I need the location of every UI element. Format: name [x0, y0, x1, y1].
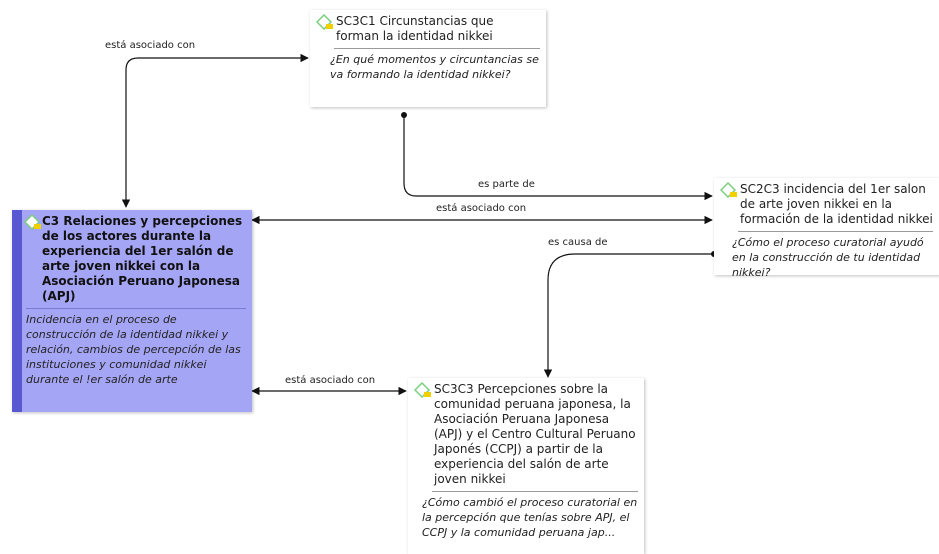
- node-sc2c3[interactable]: SC2C3 incidencia del 1er salon de arte j…: [714, 178, 939, 279]
- link-label-c3-sc3c1: está asociado con: [105, 40, 196, 51]
- node-comment: ¿Cómo el proceso curatorial ayudó en la …: [732, 236, 924, 279]
- link-sc3c1-sc2c3: [403, 115, 713, 201]
- node-sc3c3[interactable]: SC3C3 Percepciones sobre la comunidad pe…: [408, 378, 644, 554]
- node-comment: Incidencia en el proceso de construcción…: [26, 313, 241, 386]
- code-diamond-icon: [414, 382, 431, 398]
- node-comment: ¿En qué momentos y circuntancias se va f…: [330, 53, 539, 81]
- node-sc3c1[interactable]: SC3C1 Circunstancias que forman la ident…: [310, 10, 546, 107]
- link-label-c3-sc3c3: está asociado con: [285, 375, 376, 386]
- node-comment: ¿Cómo cambió el proceso curatorial en la…: [422, 496, 638, 539]
- divider: [334, 48, 540, 49]
- link-sc2c3-sc3c3: [543, 253, 714, 378]
- divider: [26, 308, 246, 309]
- divider: [738, 231, 933, 232]
- link-label-c3-sc2c3: está asociado con: [436, 203, 527, 214]
- node-title: C3 Relaciones y percepciones de los acto…: [42, 214, 243, 303]
- link-label-sc3c1-sc2c3: es parte de: [478, 179, 535, 190]
- node-c3[interactable]: C3 Relaciones y percepciones de los acto…: [12, 210, 252, 412]
- code-diamond-icon: [316, 14, 333, 30]
- divider: [432, 491, 638, 492]
- code-diamond-icon: [24, 214, 41, 230]
- link-c3-sc3c1: [121, 53, 309, 208]
- node-title: SC2C3 incidencia del 1er salon de arte j…: [740, 182, 933, 226]
- node-title: SC3C1 Circunstancias que forman la ident…: [336, 14, 494, 43]
- code-diamond-icon: [720, 182, 737, 198]
- link-label-sc2c3-sc3c3: es causa de: [548, 237, 608, 248]
- node-title: SC3C3 Percepciones sobre la comunidad pe…: [434, 382, 636, 486]
